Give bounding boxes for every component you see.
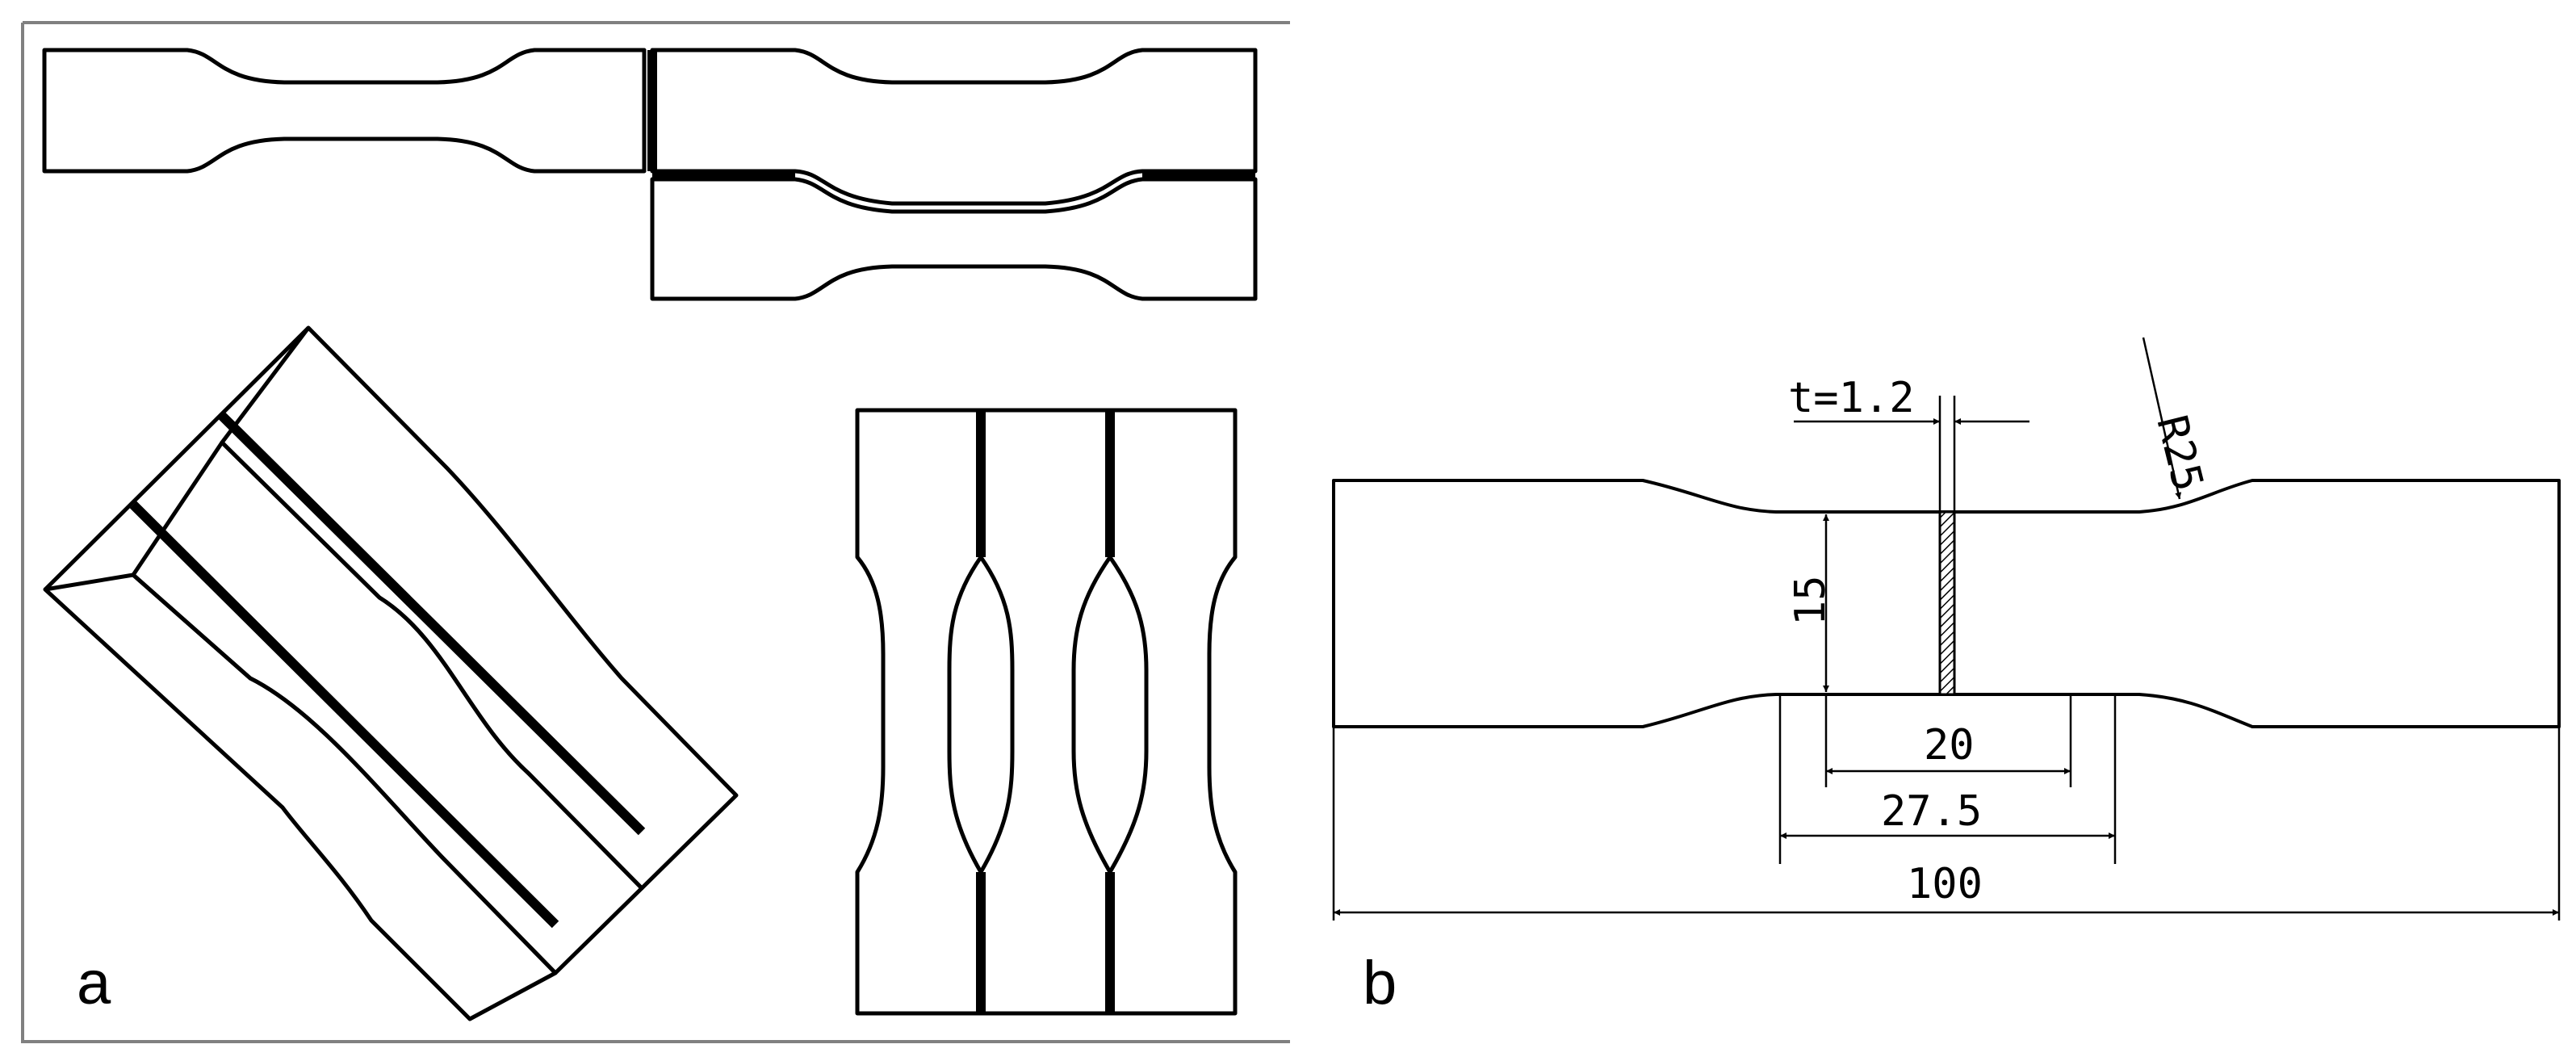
welded-vertical-group — [855, 408, 1238, 1016]
panel-a-label: a — [77, 949, 111, 1017]
width-dimension: 15 — [1786, 575, 1835, 626]
thickness-dimension: t=1.2 — [1788, 374, 1915, 422]
panel-b-label: b — [1363, 949, 1397, 1017]
radius-dimension: R25 — [2147, 411, 2212, 497]
specimen-single — [42, 48, 647, 174]
weld-section — [1938, 510, 1956, 696]
panel-b: t=1.2 R25 15 20 27.5 100 b — [1332, 337, 2561, 1017]
gauge-length-dimension: 20 — [1924, 721, 1975, 770]
total-length-dimension: 100 — [1907, 860, 1983, 908]
parallel-length-dimension: 27.5 — [1881, 787, 1982, 836]
welded-pair-horizontal — [647, 48, 1258, 301]
welded-rotated-group — [43, 325, 739, 1021]
panel-a: a — [21, 21, 1290, 1043]
panel-a-frame — [21, 21, 1290, 1043]
